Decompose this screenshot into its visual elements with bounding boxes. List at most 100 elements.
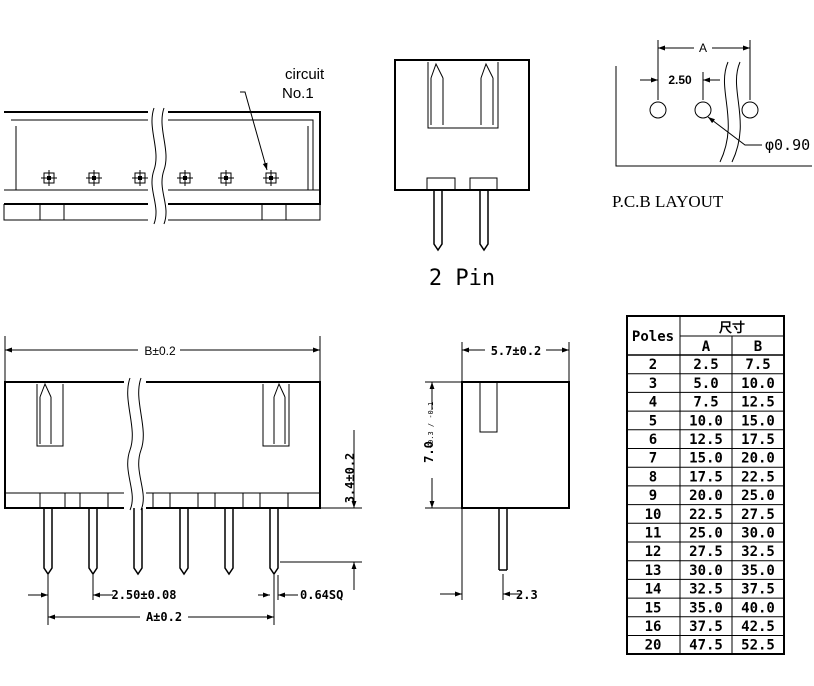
- end-dim-tail: 2.3: [516, 588, 538, 602]
- table-row: 3 5.0 10.0: [649, 376, 775, 392]
- table-cell-b: 7.5: [745, 357, 770, 373]
- front-dim-height: 3.4±0.2: [343, 453, 357, 504]
- table-row: 4 7.5 12.5: [649, 395, 775, 411]
- table-cell-a: 25.0: [689, 526, 723, 542]
- table-cell-b: 35.0: [741, 563, 775, 579]
- table-cell-a: 10.0: [689, 413, 723, 429]
- table-cell-a: 37.5: [689, 619, 723, 635]
- top-view: circuit No.1: [3, 66, 325, 225]
- contact-3: [132, 170, 148, 186]
- table-header-a: A: [702, 339, 711, 355]
- table-cell-b: 32.5: [741, 544, 775, 560]
- table-row: 9 20.0 25.0: [649, 488, 775, 504]
- front-dim-pitch: 2.50±0.08: [111, 588, 176, 602]
- table-cell-b: 12.5: [741, 395, 775, 411]
- end-dim-height: 7.0: [422, 441, 436, 463]
- table-cell-b: 52.5: [741, 638, 775, 654]
- contact-2: [86, 170, 102, 186]
- front-dim-b: B±0.2: [144, 344, 176, 358]
- table-cell-poles: 6: [649, 432, 657, 448]
- table-row: 20 47.5 52.5: [645, 638, 775, 654]
- table-cell-a: 27.5: [689, 544, 723, 560]
- table-cell-a: 15.0: [689, 451, 723, 467]
- end-view: 5.7±0.2 7.0 +0.3 / -0.1 2.3: [422, 342, 570, 602]
- pin-2: [88, 508, 98, 576]
- table-cell-poles: 3: [649, 376, 657, 392]
- table-cell-a: 2.5: [693, 357, 718, 373]
- table-cell-a: 22.5: [689, 507, 723, 523]
- contact-1: [41, 170, 57, 186]
- table-cell-a: 12.5: [689, 432, 723, 448]
- table-cell-a: 30.0: [689, 563, 723, 579]
- table-row: 11 25.0 30.0: [645, 526, 775, 542]
- table-cell-poles: 7: [649, 451, 657, 467]
- table-cell-poles: 20: [645, 638, 662, 654]
- pcb-caption: P.C.B LAYOUT: [612, 192, 724, 211]
- table-cell-poles: 8: [649, 469, 657, 485]
- table-cell-a: 35.0: [689, 600, 723, 616]
- table-row: 2 2.5 7.5: [649, 357, 771, 373]
- pcb-hole-3: [741, 101, 759, 119]
- table-row: 6 12.5 17.5: [649, 432, 775, 448]
- pcb-pitch: 2.50: [668, 73, 692, 87]
- front-dim-pin-size: 0.64SQ: [300, 588, 343, 602]
- pcb-dim-a: A: [699, 41, 707, 55]
- table-cell-a: 5.0: [693, 376, 718, 392]
- table-cell-b: 15.0: [741, 413, 775, 429]
- pcb-layout: A 2.50 φ0.90 P.C.B LAYOUT: [612, 40, 812, 211]
- table-header-poles: Poles: [632, 329, 674, 345]
- table-row: 8 17.5 22.5: [649, 469, 775, 485]
- table-cell-a: 7.5: [693, 395, 718, 411]
- table-row: 13 30.0 35.0: [645, 563, 775, 579]
- table-cell-poles: 15: [645, 600, 662, 616]
- table-cell-poles: 11: [645, 526, 662, 542]
- contact-5: [218, 170, 234, 186]
- pcb-hole-2: [694, 101, 712, 119]
- circuit-number-label: No.1: [282, 85, 314, 102]
- top-view-contacts: [41, 170, 279, 186]
- end-dim-height-tolerance: +0.3 / -0.1: [427, 402, 435, 448]
- table-cell-b: 30.0: [741, 526, 775, 542]
- table-cell-a: 32.5: [689, 582, 723, 598]
- table-cell-b: 42.5: [741, 619, 775, 635]
- pin-3: [133, 508, 143, 576]
- circuit-label: circuit: [285, 66, 325, 83]
- table-cell-poles: 2: [649, 357, 657, 373]
- table-cell-poles: 10: [645, 507, 662, 523]
- pin-1: [43, 508, 53, 576]
- side-view: 2 Pin: [394, 59, 530, 291]
- pcb-hole-diameter: φ0.90: [765, 136, 810, 154]
- side-view-caption: 2 Pin: [429, 266, 495, 291]
- pcb-hole-1: [649, 101, 667, 119]
- table-row: 14 32.5 37.5: [645, 582, 775, 598]
- table-row: 7 15.0 20.0: [649, 451, 775, 467]
- table-cell-a: 17.5: [689, 469, 723, 485]
- table-cell-poles: 9: [649, 488, 657, 504]
- pin-6: [269, 508, 279, 576]
- table-cell-b: 40.0: [741, 600, 775, 616]
- table-cell-b: 37.5: [741, 582, 775, 598]
- table-cell-b: 10.0: [741, 376, 775, 392]
- table-cell-b: 25.0: [741, 488, 775, 504]
- end-dim-width: 5.7±0.2: [491, 344, 542, 358]
- pin-5: [224, 508, 234, 576]
- table-cell-poles: 4: [649, 395, 657, 411]
- table-cell-poles: 13: [645, 563, 662, 579]
- table-cell-a: 20.0: [689, 488, 723, 504]
- table-cell-a: 47.5: [689, 638, 723, 654]
- contact-6: [263, 170, 279, 186]
- table-cell-b: 17.5: [741, 432, 775, 448]
- table-cell-b: 20.0: [741, 451, 775, 467]
- front-view-pins: [43, 508, 279, 576]
- table-cell-poles: 14: [645, 582, 662, 598]
- table-cell-b: 22.5: [741, 469, 775, 485]
- table-header-b: B: [754, 339, 762, 355]
- table-row: 15 35.0 40.0: [645, 600, 775, 616]
- front-view: B±0.2 3.4±0.2 2.5: [4, 336, 362, 625]
